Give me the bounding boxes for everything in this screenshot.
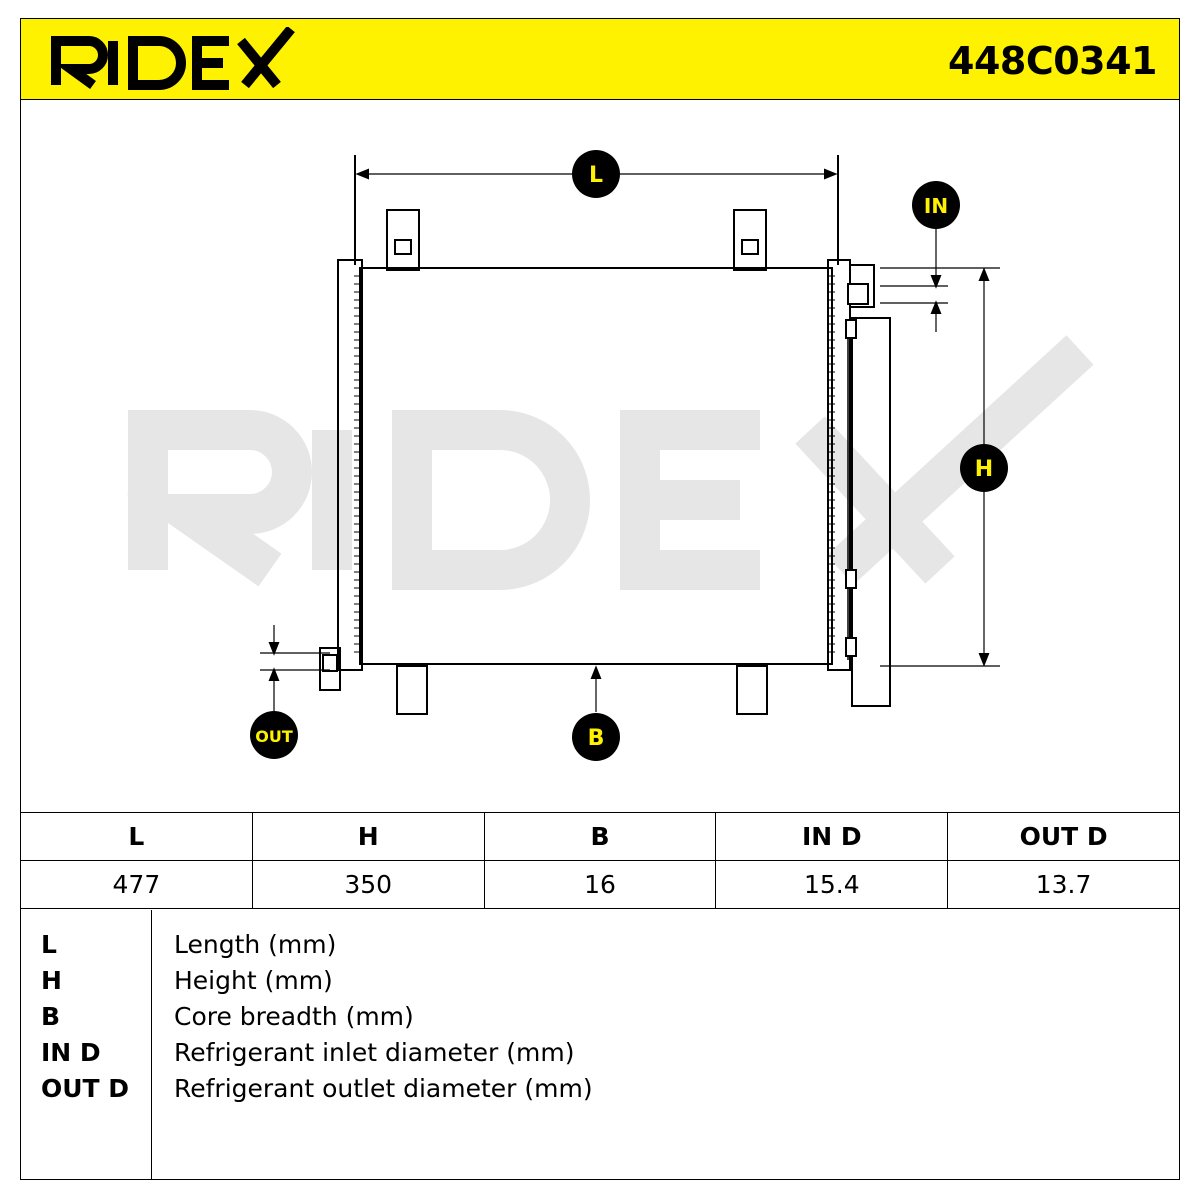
legend-key-l: L: [41, 930, 57, 959]
legend-desc-b: Core breadth (mm): [174, 1002, 414, 1031]
callout-b: B: [572, 713, 620, 761]
legend-desc-in-d: Refrigerant inlet diameter (mm): [174, 1038, 575, 1067]
spec-col-b: B: [483, 812, 717, 861]
legend-desc-l: Length (mm): [174, 930, 337, 959]
legend-row-b: B Core breadth (mm): [21, 1002, 1179, 1038]
legend-desc-out-d: Refrigerant outlet diameter (mm): [174, 1074, 593, 1103]
spec-val-b: 16: [483, 860, 717, 909]
legend-key-b: B: [41, 1002, 61, 1031]
spec-val-in-d: 15.4: [715, 860, 949, 909]
watermark-logo: [126, 335, 1094, 590]
legend-desc-h: Height (mm): [174, 966, 333, 995]
callout-l-text: L: [589, 163, 603, 188]
legend-row-h: H Height (mm): [21, 966, 1179, 1002]
part-number: 448C0341: [948, 39, 1157, 83]
spec-table-value-row: 477 350 16 15.4 13.7: [20, 860, 1180, 909]
spec-col-in-d: IN D: [715, 812, 949, 861]
legend-row-l: L Length (mm): [21, 930, 1179, 966]
legend-key-in-d: IN D: [41, 1038, 101, 1067]
spec-val-l: 477: [20, 860, 253, 909]
spec-table-header-row: L H B IN D OUT D: [20, 812, 1180, 861]
condenser-fins-left: [354, 275, 361, 653]
callout-in: IN: [912, 181, 960, 229]
spec-col-h: H: [251, 812, 485, 861]
header-bar: 448C0341: [20, 18, 1180, 100]
callout-l: L: [572, 150, 620, 198]
callout-out-text: OUT: [255, 727, 293, 746]
legend-row-in-d: IN D Refrigerant inlet diameter (mm): [21, 1038, 1179, 1074]
technical-drawing: L IN H B OUT: [126, 150, 1094, 761]
spec-col-out-d: OUT D: [947, 812, 1180, 861]
callout-in-text: IN: [924, 194, 948, 218]
legend-key-out-d: OUT D: [41, 1074, 130, 1103]
callout-out: OUT: [250, 711, 298, 759]
legend-box: L Length (mm) H Height (mm) B Core bread…: [20, 910, 1180, 1180]
spec-val-out-d: 13.7: [947, 860, 1180, 909]
callout-h-text: H: [975, 457, 993, 482]
ridex-logo: [51, 27, 295, 90]
callout-b-text: B: [588, 726, 605, 751]
legend-key-h: H: [41, 966, 62, 995]
spec-val-h: 350: [251, 860, 485, 909]
spec-table: L H B IN D OUT D 477 350 16 15.4 13.7: [20, 812, 1180, 909]
callout-h: H: [960, 444, 1008, 492]
spec-col-l: L: [20, 812, 253, 861]
legend-row-out-d: OUT D Refrigerant outlet diameter (mm): [21, 1074, 1179, 1110]
legend-divider: [151, 910, 152, 1179]
condenser-fins-right: [828, 275, 835, 653]
